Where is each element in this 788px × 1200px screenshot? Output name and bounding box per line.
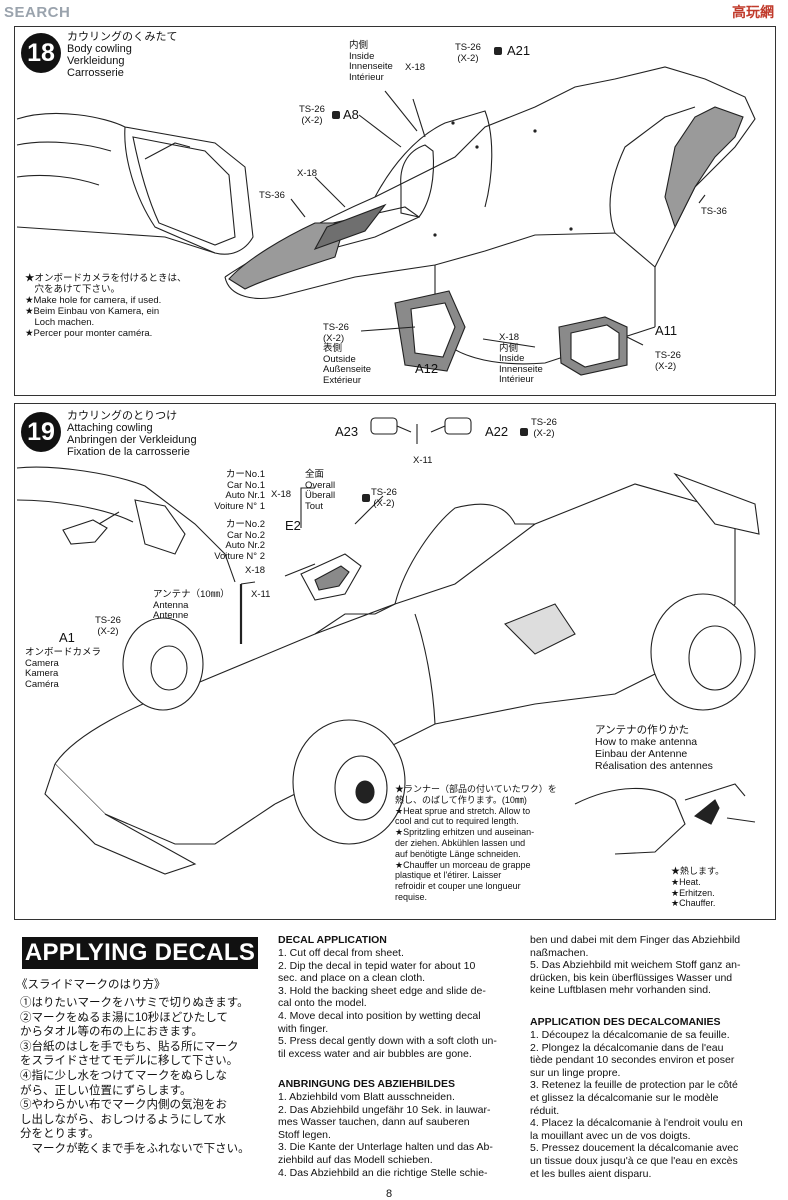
paint-dot-icon (520, 428, 528, 436)
part-a8: A8 (343, 107, 359, 122)
label-ts26-top: TS-26(X-2) (531, 417, 557, 439)
decal-fr-title: APPLICATION DES DECALCOMANIES (530, 1016, 721, 1028)
label-ts26-a8: TS-26(X-2) (299, 104, 325, 126)
decal-en-steps: 1. Cut off decal from sheet.2. Dip the d… (278, 947, 497, 1060)
label-ts36-right: TS-36 (701, 206, 727, 217)
attaching-cowling-drawing (16, 417, 760, 875)
watermark-text: SEARCH (4, 4, 71, 21)
page-number: 8 (386, 1188, 393, 1200)
part-a1: A1 (59, 630, 75, 645)
decal-de-steps: 1. Abziehbild vom Blatt ausschneiden.2. … (278, 1091, 493, 1179)
paint-dot-icon (332, 111, 340, 119)
camera-hole-note: ★オンボードカメラを付けるときは、 穴をあけて下さい。 ★Make hole f… (25, 273, 187, 339)
decal-jp-steps: ①はりたいマークをハサミで切りぬきます。②マークをぬるま湯に10秒ほどひたして … (20, 997, 250, 1155)
decal-jp-title: 《スライドマークのはり方》 (16, 979, 166, 991)
label-ts36-left: TS-36 (259, 190, 285, 201)
decal-en-title: DECAL APPLICATION (278, 934, 387, 946)
body-cowling-drawing (16, 66, 756, 376)
part-a21: A21 (507, 43, 531, 58)
label-ts26-mid: TS-26(X-2) (371, 487, 397, 509)
label-antenna: アンテナ（10㎜）Antenna Antenne (153, 589, 230, 621)
part-a11: A11 (655, 323, 678, 338)
step-18-number: 18 (21, 33, 61, 73)
label-x18-car1: X-18 (271, 489, 292, 500)
label-ts26-a1: TS-26(X-2) (95, 615, 121, 637)
label-x11-top: X-11 (413, 455, 433, 466)
part-a22: A22 (485, 424, 509, 439)
label-x18-top: X-18 (405, 62, 426, 73)
label-ts26-a11: TS-26(X-2) (655, 350, 681, 372)
step-19-number: 19 (21, 412, 61, 452)
decal-de-steps-cont: ben und dabei mit dem Finger das Abziehb… (530, 934, 741, 997)
watermark-logo: 高玩網 (732, 4, 774, 20)
paint-dot-icon (362, 494, 370, 502)
applying-decals-banner: APPLYING DECALS (22, 937, 258, 969)
label-x18-left: X-18 (297, 168, 318, 179)
label-ts26-a21: TS-26(X-2) (455, 42, 481, 64)
sprue-note: ★ランナー（部品の付いていたワク）を熱し、のばして作ります。(10㎜) ★Hea… (395, 784, 557, 902)
label-x11-antenna: X-11 (251, 589, 271, 600)
part-a23: A23 (335, 424, 359, 439)
decal-fr-steps: 1. Découpez la décalcomanie de sa feuill… (530, 1029, 743, 1180)
heat-note: ★熱します。★Heat. ★Erhitzen.★Chauffer. (671, 866, 725, 909)
part-a12: A12 (415, 361, 439, 376)
part-e2: E2 (285, 518, 301, 533)
paint-dot-icon (494, 47, 502, 55)
decal-de-title: ANBRINGUNG DES ABZIEHBILDES (278, 1078, 455, 1090)
label-x18-car2: X-18 (245, 565, 266, 576)
